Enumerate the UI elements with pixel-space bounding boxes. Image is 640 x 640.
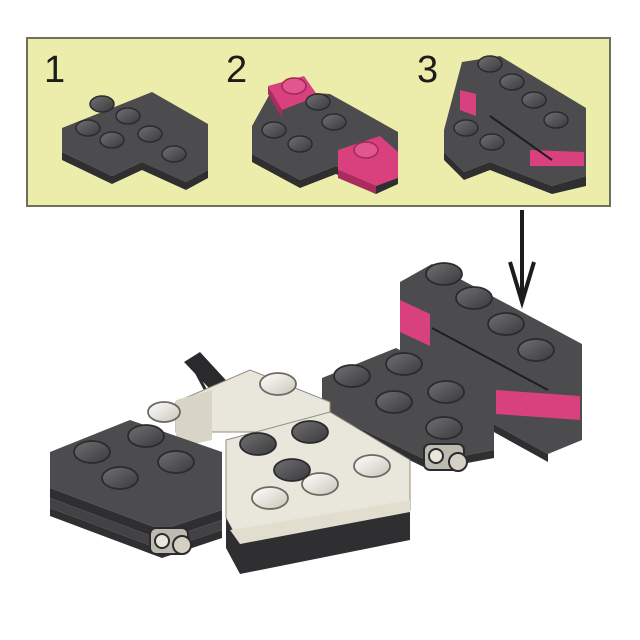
stud-group	[333, 352, 465, 440]
assembled-model	[50, 262, 582, 574]
stud-group	[75, 95, 187, 163]
step-number: 2	[226, 49, 247, 91]
stud-group	[239, 420, 329, 482]
step-2: 2	[226, 49, 398, 194]
stud-group	[425, 262, 555, 362]
down-arrow-icon	[508, 210, 536, 309]
middle-dark-plate	[322, 348, 494, 470]
stud-group-white	[251, 372, 391, 510]
step-1-bricks	[62, 92, 208, 190]
step-2-bricks	[252, 76, 398, 194]
stud-group	[73, 424, 195, 490]
step-number: 1	[44, 49, 65, 91]
instruction-panel: 1 2	[26, 37, 611, 207]
step-1: 1	[44, 49, 208, 190]
stud-group	[261, 93, 347, 153]
wheel-hub-rear	[423, 443, 468, 472]
white-cockpit	[175, 369, 411, 574]
step-3-bricks	[444, 55, 586, 194]
stud-group-white	[147, 401, 181, 423]
wheel-hub-front	[149, 527, 192, 555]
step-number: 3	[417, 49, 438, 91]
stud-group	[453, 55, 569, 151]
step-3: 3	[417, 49, 586, 194]
